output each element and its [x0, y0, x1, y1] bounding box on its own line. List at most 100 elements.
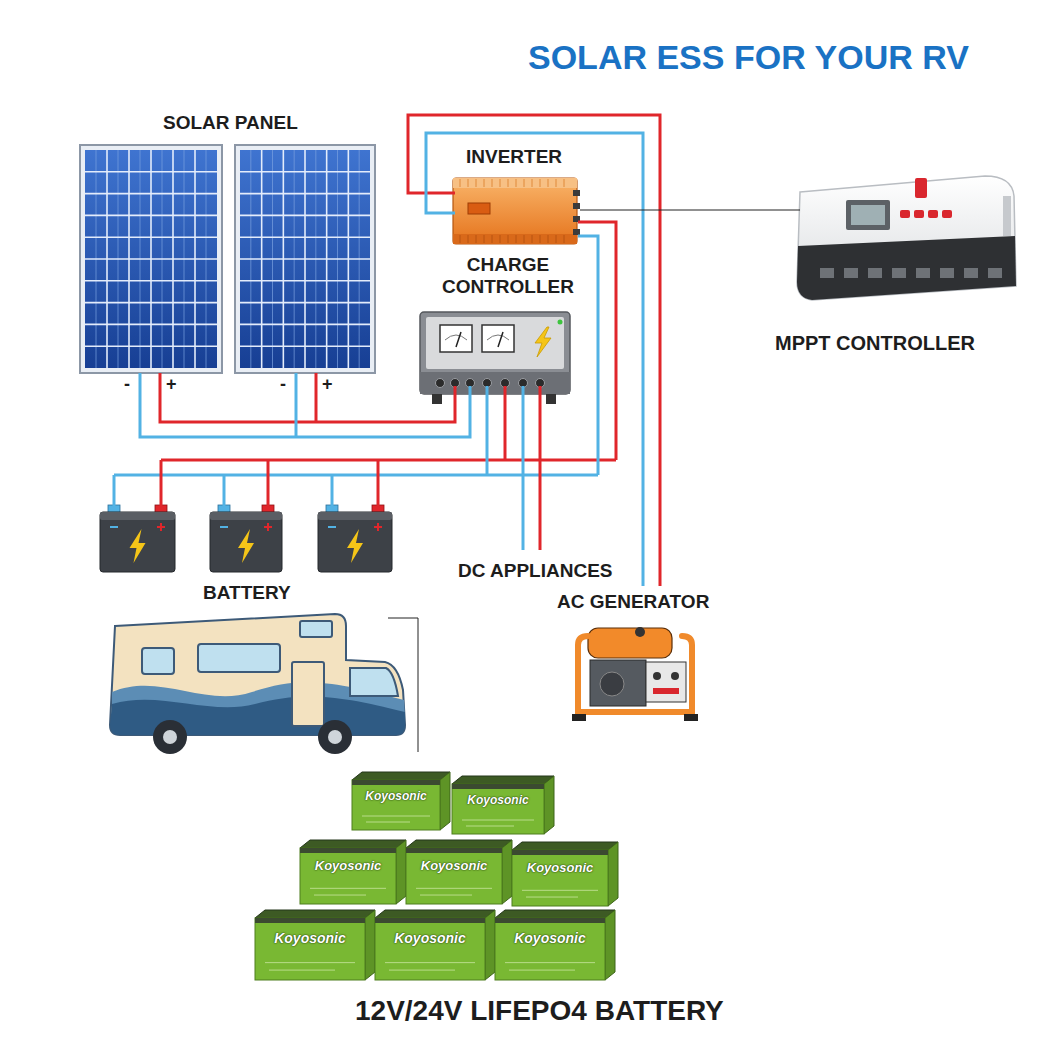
gauge-needle [456, 332, 461, 347]
cooling-fin [540, 179, 541, 187]
component-label: AC GENERATOR [557, 591, 709, 613]
cooling-fin [516, 179, 517, 187]
negative-wire [426, 133, 643, 586]
battery-lid [100, 512, 175, 520]
brand-label: Koyosonic [255, 930, 365, 946]
cooling-fin [516, 235, 517, 243]
gauge [482, 325, 514, 352]
spec-line [366, 822, 410, 823]
cell-line [240, 215, 370, 217]
control-panel [646, 662, 686, 702]
lightning-icon [238, 529, 254, 563]
cell-line [240, 302, 370, 304]
controller-face [426, 317, 564, 369]
cooling-fin [460, 235, 461, 243]
controller-foot [546, 394, 556, 404]
cell-line [240, 258, 370, 260]
cooling-fin [508, 179, 509, 187]
negative-wire [486, 386, 489, 475]
battery-lid-edge [255, 918, 365, 923]
battery-top [255, 910, 375, 918]
leader-line [580, 210, 800, 211]
cooling-fin [468, 235, 469, 243]
inverter-body [453, 178, 577, 244]
socket [671, 672, 679, 680]
battery-side [440, 772, 450, 830]
controller-foot [432, 394, 442, 404]
cooling-fin [548, 179, 549, 187]
solar-panel [235, 145, 375, 373]
mppt-button [942, 210, 952, 218]
cooling-fin [556, 235, 557, 243]
controller-body [420, 312, 570, 394]
lifepo4-battery-stack [255, 772, 618, 980]
product-caption: 12V/24V LIFEPO4 BATTERY [355, 995, 724, 1027]
battery-top [452, 776, 554, 784]
brand-label: Koyosonic [300, 859, 396, 874]
battery-front [452, 784, 544, 834]
rv-stripe [110, 696, 405, 735]
positive-wire [315, 373, 318, 422]
spec-line [416, 888, 492, 889]
battery-side [396, 840, 406, 904]
panel-cells [240, 150, 370, 368]
battery-top [300, 840, 406, 848]
mppt-indicator [915, 178, 927, 198]
brand-label: Koyosonic [352, 790, 440, 804]
spec-line [362, 816, 430, 817]
cooling-fin [484, 179, 485, 187]
rv-hub [328, 730, 342, 744]
charge-controller [420, 312, 570, 404]
cooling-fin [548, 235, 549, 243]
gauge-needle [498, 332, 503, 347]
generator-foot [572, 714, 586, 721]
minus-mark [110, 526, 118, 528]
negative-wire [578, 236, 598, 475]
lightning-icon [130, 529, 146, 563]
cooling-fin [484, 235, 485, 243]
polarity-mark: - [280, 374, 286, 395]
cell-line [240, 193, 370, 195]
cooling-fin [524, 235, 525, 243]
rv-window [198, 644, 280, 672]
solar-panel [80, 145, 222, 373]
lightning-icon [347, 529, 363, 563]
fuel-tank [588, 628, 672, 658]
spec-line [462, 820, 534, 821]
component-label: CHARGE CONTROLLER [436, 254, 580, 298]
cell-line [85, 324, 217, 326]
plus-mark [377, 523, 379, 531]
battery-side [608, 842, 618, 906]
battery-lid-edge [375, 918, 485, 923]
component-label: SOLAR PANEL [163, 112, 298, 134]
panel-frame [235, 145, 375, 373]
mppt-screen-frame [846, 200, 890, 230]
battery-lid-edge [512, 850, 608, 855]
mppt-terminal [988, 268, 1002, 278]
page-title: SOLAR ESS FOR YOUR RV [528, 38, 969, 77]
inverter [453, 178, 580, 244]
plus-mark [267, 523, 269, 531]
spec-line [522, 890, 598, 891]
spec-line [509, 970, 575, 971]
cooling-fin [476, 235, 477, 243]
bracket-line [388, 618, 418, 752]
negative-wire [522, 386, 525, 550]
minus-mark [328, 526, 336, 528]
component-label: DC APPLIANCES [458, 560, 612, 582]
negative-wire [295, 373, 298, 437]
battery-front [495, 918, 605, 980]
cooling-fin [500, 179, 501, 187]
mppt-terminal [868, 268, 882, 278]
spec-line [420, 895, 472, 896]
mppt-terminal [844, 268, 858, 278]
rv-body [110, 614, 405, 735]
battery-front [375, 918, 485, 980]
mppt-button [900, 210, 910, 218]
mppt-side [1003, 196, 1011, 236]
battery-lid [210, 512, 282, 520]
battery-icon [318, 505, 392, 572]
polarity-mark: + [322, 374, 333, 395]
rv-wheel [153, 720, 187, 754]
positive-wire [160, 373, 455, 422]
